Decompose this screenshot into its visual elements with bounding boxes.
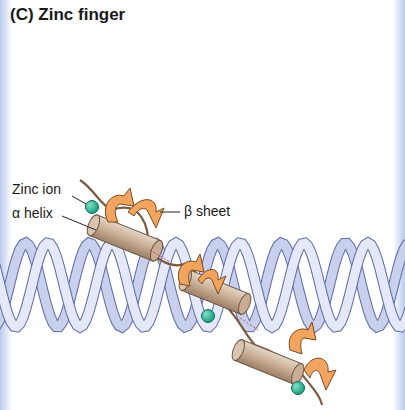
dna-strand [0, 243, 405, 327]
dna-helix [0, 243, 405, 327]
zinc-ion [202, 310, 215, 323]
part-label: β sheet [184, 204, 230, 219]
beta-sheet [105, 188, 164, 228]
leader-line [160, 212, 180, 213]
dna-strand [0, 243, 405, 327]
leader-line [72, 196, 86, 204]
beta-sheet [178, 254, 226, 294]
dna-helix [0, 243, 405, 327]
zinc-ion [292, 382, 305, 395]
contact-dots [150, 250, 258, 330]
zinc-ion [86, 201, 99, 214]
part-label: Zinc ion [12, 182, 61, 197]
part-label: α helix [12, 206, 53, 221]
dna-strand [0, 243, 405, 327]
panel-title: (C) Zinc finger [10, 6, 125, 25]
dna-strand [0, 243, 405, 327]
backbone [80, 180, 322, 405]
leader-line [62, 216, 96, 230]
beta-sheet [289, 322, 336, 390]
